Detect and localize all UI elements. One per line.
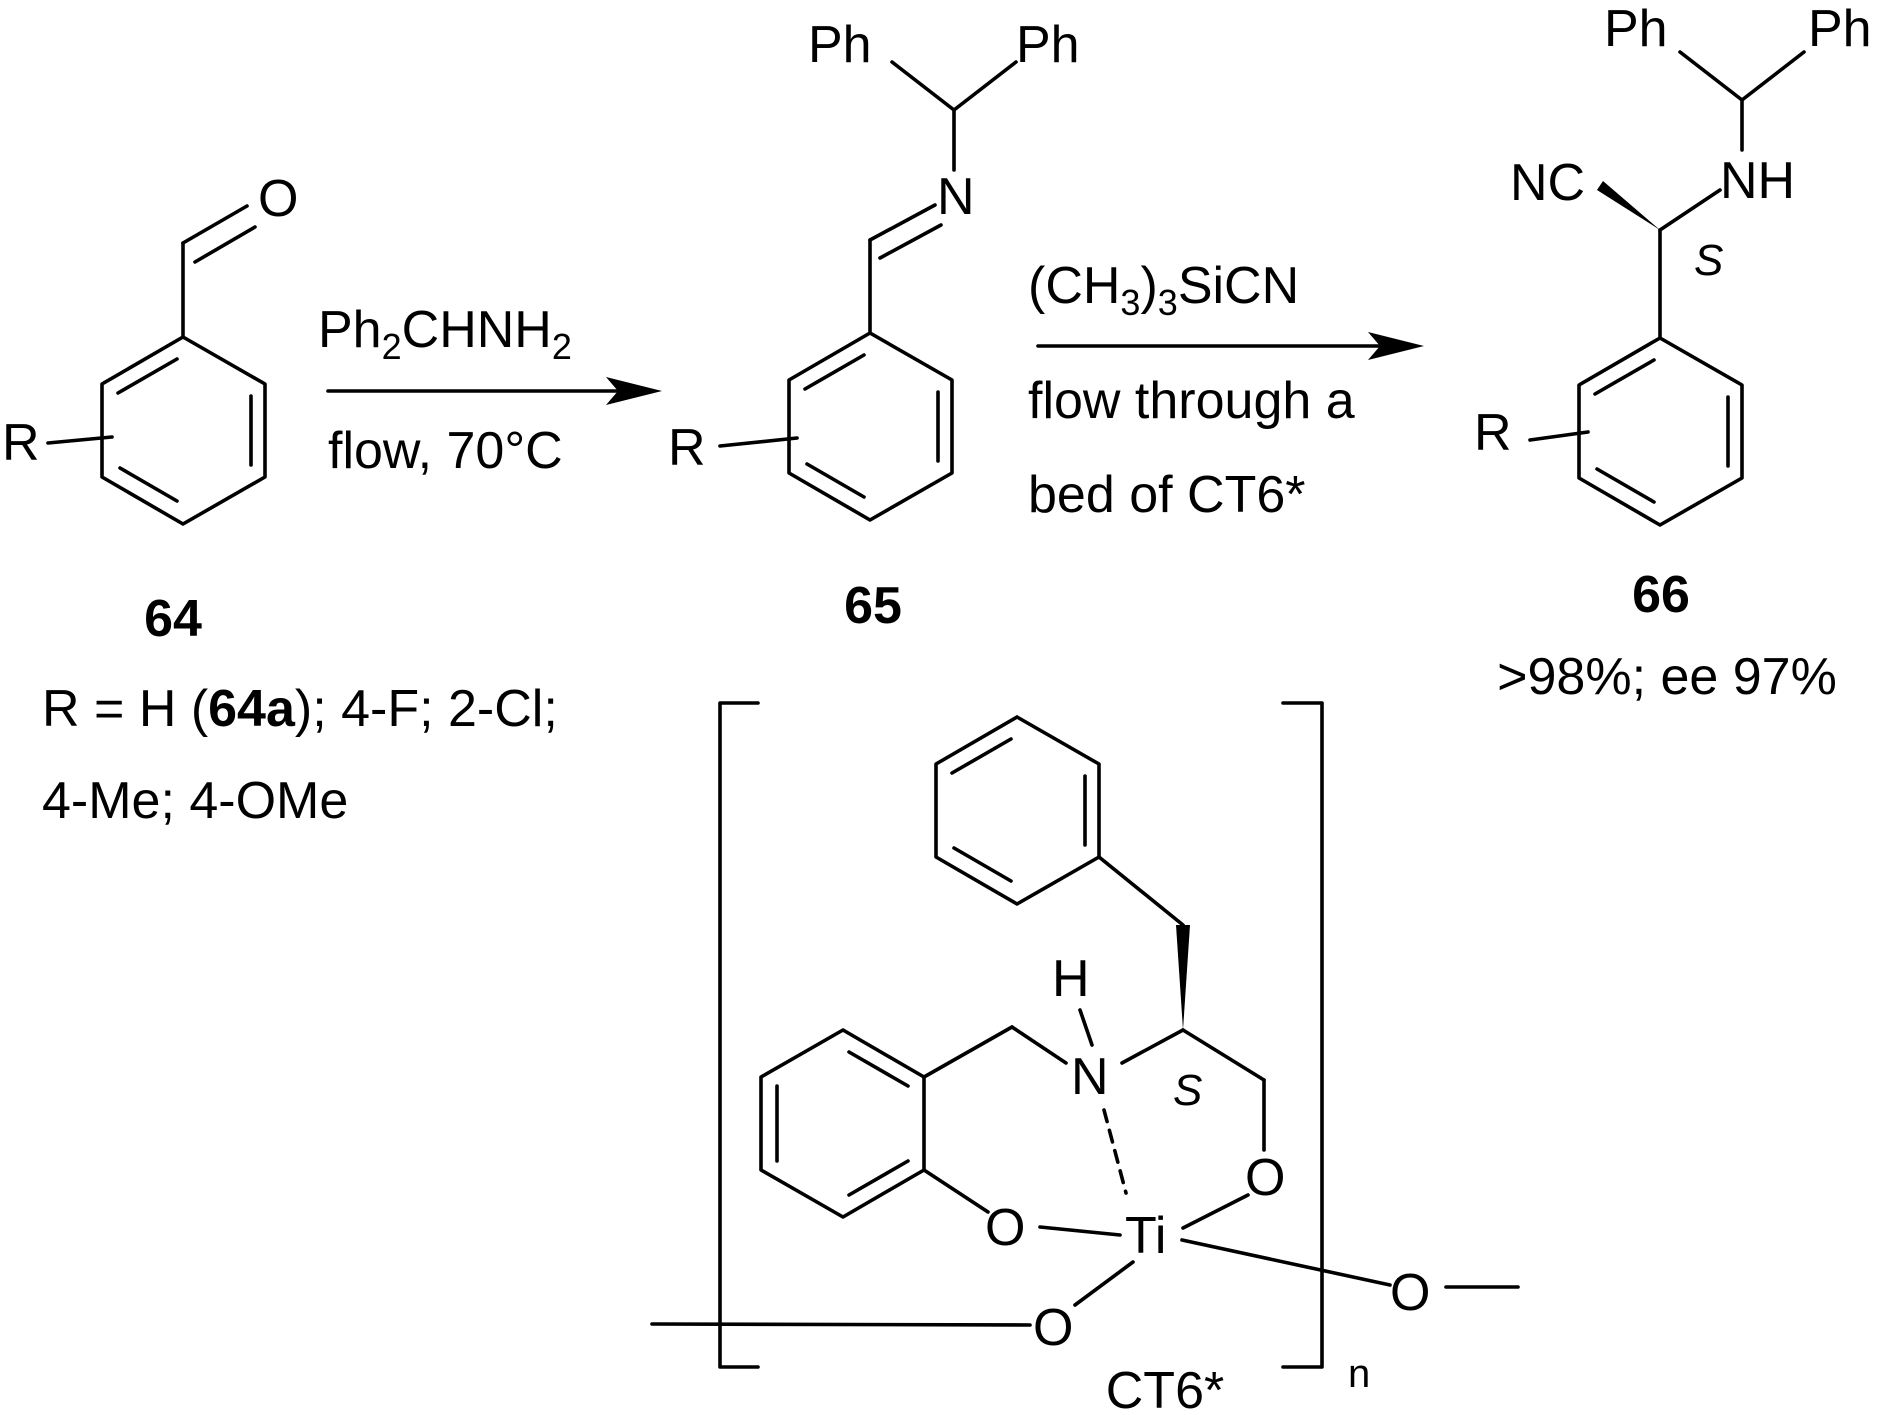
o-ti-bond	[1038, 1225, 1122, 1237]
nitrogen-atom: N	[1071, 1048, 1109, 1106]
catalyst-label: CT6*	[1106, 1362, 1224, 1415]
substituent-list: R = H (64a); 4-F; 2-Cl; 4-Me; 4-OMe	[42, 680, 558, 830]
oxygen-atom-phenoxide: O	[985, 1199, 1025, 1257]
hydrogen-atom: H	[1052, 950, 1090, 1008]
compound-label-64: 64	[144, 590, 202, 648]
ring-double-bond	[1595, 467, 1656, 504]
wedge-bond	[1597, 181, 1660, 230]
conditions-2-line-1: flow through a	[1028, 372, 1355, 430]
compound-65: N Ph Ph R 65	[668, 16, 1080, 635]
benzene-ring-65	[787, 331, 954, 522]
conditions-2-line-2: bed of CT6*	[1028, 466, 1306, 524]
ring-double-bond	[847, 1159, 910, 1197]
r-group: R	[668, 419, 706, 477]
ti-o-bridge-bond	[1180, 1238, 1392, 1287]
c-ch2-bond	[1181, 1028, 1266, 1082]
reagent-1: Ph2CHNH2	[318, 301, 572, 367]
reagent-2: (CH3)3SiCN	[1028, 257, 1299, 323]
ring-double-bond	[118, 466, 179, 503]
coordination-bond	[1102, 1108, 1128, 1195]
arrow-head	[606, 377, 662, 405]
right-bracket	[1281, 701, 1324, 1369]
titanium-atom: Ti	[1125, 1207, 1166, 1265]
c-nh-bond	[1658, 188, 1722, 232]
arrow-head	[1368, 332, 1424, 360]
ring-double-bond	[805, 462, 866, 499]
ch2-aryl-bond	[922, 1025, 1014, 1079]
ring-double-bond	[116, 357, 179, 395]
oxygen-atom-bridge-left: O	[1033, 1299, 1073, 1357]
benzene-ring-64	[100, 335, 267, 526]
phenyl-label-right: Ph	[1808, 0, 1872, 58]
r-bond	[718, 436, 799, 448]
catalyst-ct6: n S N H O O Ti O O	[650, 701, 1520, 1415]
n-h-bond	[1078, 1008, 1094, 1047]
compound-64: O R 64	[2, 170, 298, 648]
benzyl-ch2-bond	[1097, 855, 1185, 927]
substituent-line-1: R = H (64a); 4-F; 2-Cl;	[42, 680, 558, 738]
ti-o-lower-bond	[1073, 1260, 1135, 1307]
reaction-arrow-1: Ph2CHNH2 flow, 70°C	[318, 301, 662, 480]
oxygen-atom-alkoxide: O	[1245, 1149, 1285, 1207]
ch-ph-bond-left	[890, 60, 956, 112]
conditions-1: flow, 70°C	[328, 422, 563, 480]
stereo-descriptor: S	[1694, 236, 1723, 285]
left-bracket	[718, 701, 760, 1369]
phenol-ring	[759, 1028, 926, 1219]
ring-double-bond	[950, 737, 1013, 775]
r-bond	[1528, 430, 1590, 442]
stereo-descriptor: S	[1173, 1066, 1202, 1115]
nitrogen-atom: N	[937, 168, 975, 226]
benzene-ring-66	[1577, 336, 1744, 527]
ch-ph-bond-right	[952, 60, 1018, 112]
substituent-line-2: 4-Me; 4-OMe	[42, 772, 348, 830]
ring-double-bond	[803, 353, 866, 391]
amine-label: NH	[1720, 152, 1795, 210]
reaction-arrow-2: (CH3)3SiCN flow through a bed of CT6*	[1028, 257, 1424, 524]
benzyl-phenyl-ring	[934, 715, 1101, 906]
ch-ph-bond-right	[1740, 50, 1806, 102]
phenyl-label-left: Ph	[808, 16, 872, 74]
yield-ee: >98%; ee 97%	[1497, 648, 1837, 706]
r-group: R	[1474, 404, 1512, 462]
nitrile-label: NC	[1510, 154, 1585, 212]
oxygen-atom-bridge-right: O	[1390, 1264, 1430, 1322]
c-n-bond	[1120, 1028, 1185, 1065]
wedge-bond	[1176, 925, 1190, 1030]
polymer-backbone-bond	[650, 1322, 1032, 1327]
phenyl-label-right: Ph	[1016, 16, 1080, 74]
n-ch2-bond	[1010, 1025, 1068, 1065]
ring-double-bond	[1593, 358, 1656, 396]
carbonyl-bond	[181, 204, 249, 245]
compound-label-65: 65	[844, 577, 902, 635]
compound-label-66: 66	[1632, 566, 1690, 624]
ch-ph-bond-left	[1678, 50, 1744, 102]
imine-double-bond	[878, 223, 943, 260]
r-bond	[46, 435, 114, 445]
r-group: R	[2, 414, 40, 472]
phenyl-label-left: Ph	[1604, 0, 1668, 58]
aryl-o-bond	[922, 1168, 990, 1214]
oxygen-atom: O	[258, 170, 298, 228]
carbonyl-double-bond	[193, 225, 257, 264]
compound-66: NC NH Ph Ph S R 66 >98%; ee 97%	[1474, 0, 1872, 706]
ring-double-bond	[847, 1050, 910, 1088]
imine-bond	[868, 203, 937, 242]
repeat-unit: n	[1348, 1352, 1370, 1396]
ti-o-bond	[1181, 1193, 1250, 1230]
ring-double-bond	[952, 846, 1013, 883]
